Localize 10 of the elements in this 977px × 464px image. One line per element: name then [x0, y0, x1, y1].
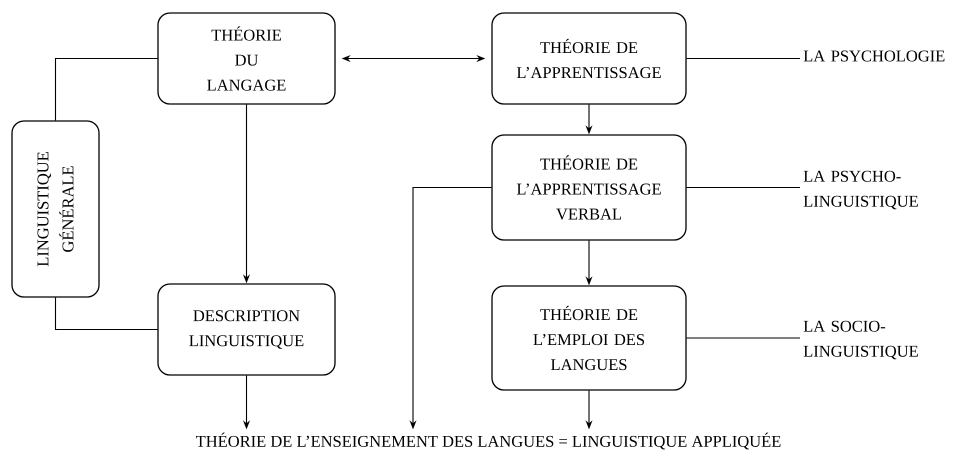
discipline-label: LA PSYCHO- LINGUISTIQUE	[804, 170, 918, 210]
discipline-label: LA PSYCHOLOGIE	[804, 50, 944, 62]
process-box: DESCRIPTION LINGUISTIQUE	[157, 283, 336, 376]
discipline-label: LA SOCIO- LINGUISTIQUE	[804, 320, 918, 360]
process-box: THÉORIE DE L’APPRENTISSAGE	[491, 12, 687, 105]
result-label: THÉORIE DE L’ENSEIGNEMENT DES LANGUES = LINGUISTIQUE APPLIQUÉE	[196, 432, 780, 450]
process-box: THÉORIE DU LANGAGE	[157, 12, 336, 105]
process-box: THÉORIE DE L’EMPLOI DES LANGUES	[491, 285, 687, 391]
process-box: LINGUISTIQUE GÉNÉRALE	[11, 120, 100, 298]
process-box: THÉORIE DE L’APPRENTISSAGE VERBAL	[491, 134, 687, 241]
